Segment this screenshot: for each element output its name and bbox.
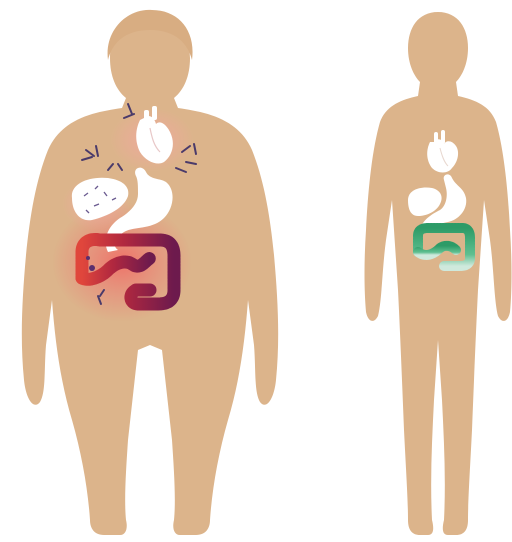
lean-figure [365, 12, 512, 535]
obese-figure [22, 10, 278, 535]
intestine-lesion [89, 265, 95, 271]
intestine-lesion [86, 256, 90, 260]
